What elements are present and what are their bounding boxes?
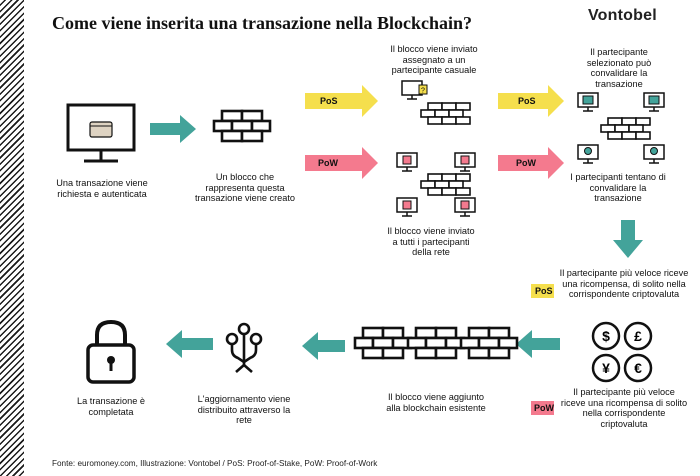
pow-badge-bg <box>531 401 554 415</box>
pow-tag-1: PoW <box>318 158 338 168</box>
source-footer: Fonte: euromoney.com, Illustrazione: Von… <box>52 459 378 468</box>
label-pos-reward: Il partecipante più veloce riceve una ri… <box>559 268 689 300</box>
currency-coins-icon: $ £ ¥ € <box>591 321 653 383</box>
pow-network-icon <box>396 152 476 217</box>
pos-block-icon <box>420 102 471 125</box>
pos-arrow-1 <box>305 85 378 117</box>
validation-block-icon <box>600 117 651 140</box>
label-completed: La transazione è completata <box>77 396 145 417</box>
label-request: Una transazione viene richiesta e autent… <box>56 178 148 199</box>
block-icon <box>212 109 272 143</box>
computer-icon <box>66 103 136 163</box>
pow-tag-2: PoW <box>516 158 536 168</box>
pos-tag-1: PoS <box>320 96 338 106</box>
pos-tag-2: PoS <box>518 96 536 106</box>
label-pow-validate: I partecipanti tentano di convalidare la… <box>570 172 666 204</box>
arrow-left-1 <box>516 330 560 358</box>
hatched-border <box>0 0 24 476</box>
coin-pound: £ <box>634 328 642 344</box>
pos-arrow-2 <box>498 85 564 117</box>
arrow-right-1 <box>150 115 196 143</box>
coin-yen: ¥ <box>602 360 610 376</box>
pos-participant-icon: ? <box>401 80 428 100</box>
pow-arrow-2 <box>498 147 564 179</box>
network-distribution-icon <box>225 322 263 373</box>
arrow-down <box>613 220 643 258</box>
label-added: Il blocco viene aggiunto alla blockchain… <box>386 392 486 413</box>
label-pos-sent: Il blocco viene inviato assegnato a un p… <box>390 44 478 76</box>
label-pow-sent: Il blocco viene inviato a tutti i partec… <box>387 226 475 258</box>
arrow-left-3 <box>166 330 213 358</box>
label-distributed: L'aggiornamento viene distribuito attrav… <box>197 394 291 426</box>
page-title: Come viene inserita una transazione nell… <box>52 13 472 33</box>
coin-euro: € <box>634 360 642 376</box>
pow-block-icon <box>420 173 471 196</box>
label-pos-validate: Il partecipante selezionato può convalid… <box>586 47 652 89</box>
label-pow-reward: Il partecipante più veloce riceve una ri… <box>560 387 688 429</box>
validator-monitors-icon <box>577 92 665 164</box>
pow-arrow-1 <box>305 147 378 179</box>
arrow-left-2 <box>302 332 345 360</box>
pos-badge: PoS <box>535 286 553 296</box>
blockchain-icon <box>353 326 519 360</box>
brand-logo: Vontobel <box>588 7 657 24</box>
pow-badge: PoW <box>534 403 554 413</box>
pos-badge-bg <box>531 284 554 298</box>
svg-text:?: ? <box>421 88 425 95</box>
padlock-icon <box>86 319 136 384</box>
coin-dollar: $ <box>602 328 610 344</box>
label-block-created: Un blocco che rappresenta questa transaz… <box>194 172 296 204</box>
